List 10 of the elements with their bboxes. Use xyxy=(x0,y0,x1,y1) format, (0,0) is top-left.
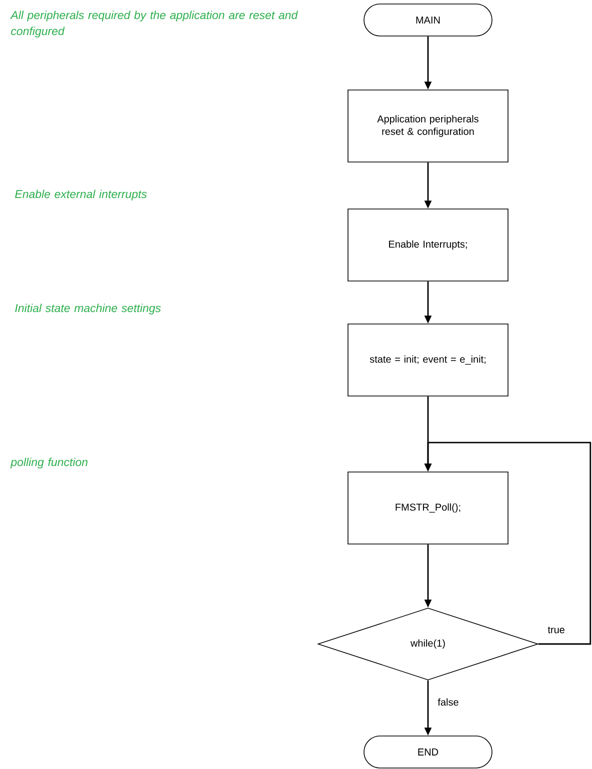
edge-label: false xyxy=(436,697,460,707)
note-text: Initial state machine settings xyxy=(15,304,161,314)
note-text: polling function xyxy=(10,458,88,468)
process-box: FMSTR_Poll(); xyxy=(348,472,508,544)
process-box: Enable Interrupts; xyxy=(348,208,508,282)
edge-label: true xyxy=(546,626,566,634)
process-box: Application peripherals reset & configuration xyxy=(348,90,508,162)
note-text: Enable external interrupts xyxy=(15,190,147,200)
note-text: All peripherals required by the application are reset and configured xyxy=(10,10,298,38)
process-box: state = init; event = e_init; xyxy=(348,324,508,396)
